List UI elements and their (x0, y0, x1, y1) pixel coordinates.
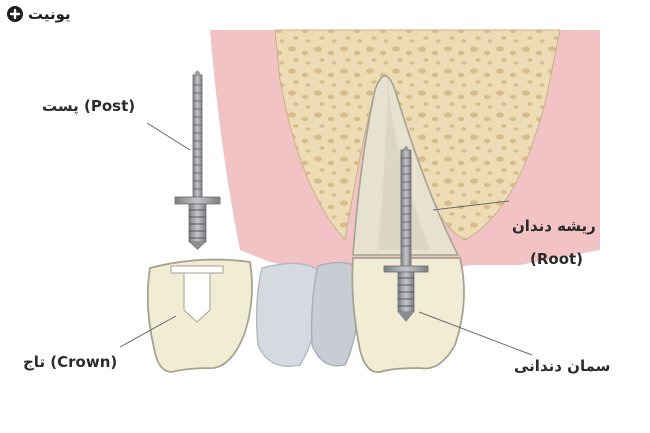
crown-post-seat (171, 266, 223, 273)
installed-post-shaft (401, 150, 411, 270)
installed-post-collar (384, 266, 428, 272)
post-bottom (189, 242, 206, 250)
cement-label: سمان دندانی (514, 357, 610, 375)
adjacent-tooth-left (257, 263, 319, 366)
root-label-fa: ریشه دندان (512, 217, 596, 235)
post-label: پست (Post) (42, 97, 135, 115)
post-collar (175, 197, 220, 204)
post-tip (194, 71, 201, 76)
root-label-en: (Root) (530, 250, 583, 268)
post-leader (147, 123, 190, 150)
crown-label: تاج (Crown) (23, 353, 117, 371)
